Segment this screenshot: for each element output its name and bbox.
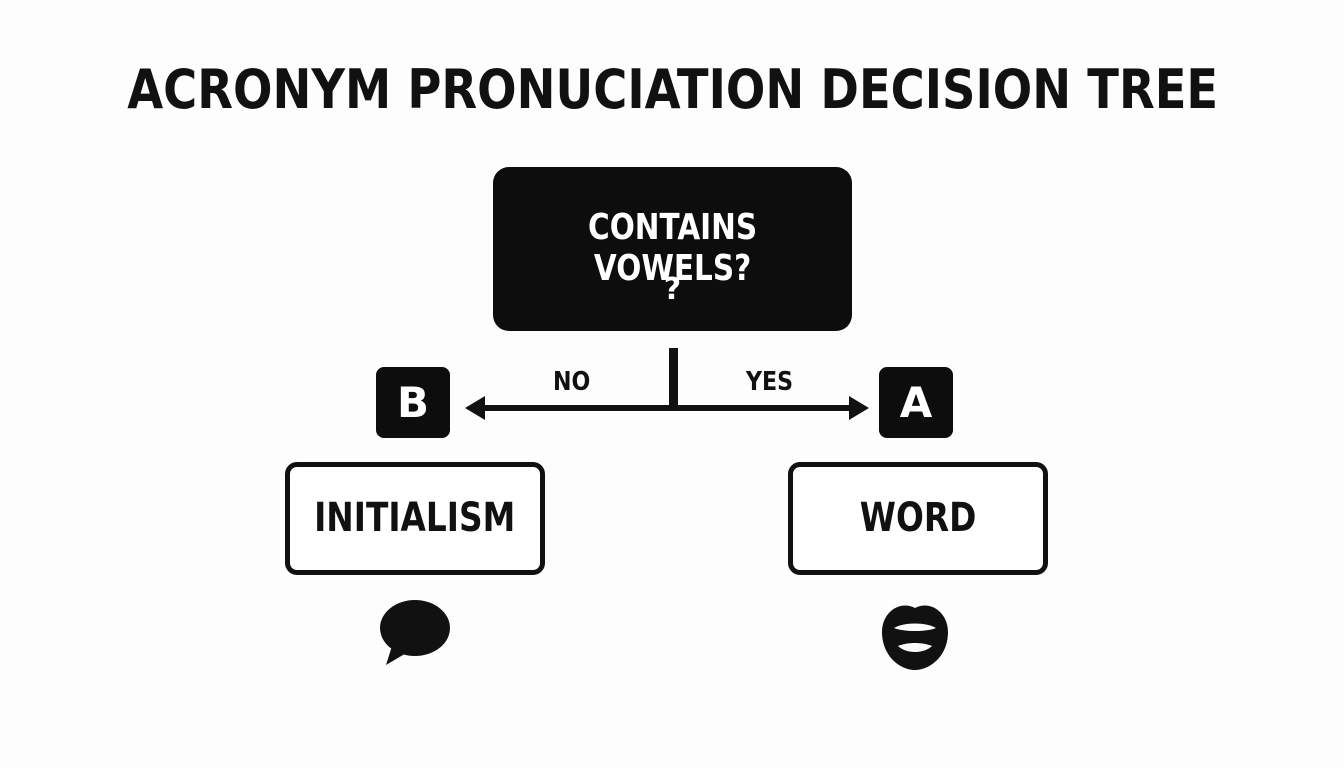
arrow-right-icon bbox=[849, 396, 869, 420]
branch-connector-line bbox=[480, 405, 853, 411]
badge-b: B bbox=[376, 367, 450, 438]
question-mark: ? bbox=[663, 272, 682, 307]
question-text: CONTAINS VOWELS? bbox=[588, 207, 758, 289]
badge-a: A bbox=[879, 367, 953, 438]
outcome-initialism-label: INITIALISM bbox=[314, 495, 516, 541]
speech-bubble-icon bbox=[380, 600, 450, 665]
diagram-title: ACRONYM PRONUCIATION DECISION TREE bbox=[127, 58, 1219, 121]
outcome-word-label: WORD bbox=[859, 495, 977, 541]
lips-icon bbox=[882, 605, 948, 670]
decision-stem-line bbox=[669, 348, 678, 408]
arrow-left-icon bbox=[465, 396, 485, 420]
question-node: CONTAINS VOWELS? ? bbox=[493, 167, 852, 331]
outcome-word-node: WORD bbox=[788, 462, 1048, 575]
yes-branch-label: YES bbox=[746, 367, 794, 397]
outcome-initialism-node: INITIALISM bbox=[285, 462, 545, 575]
no-branch-label: NO bbox=[553, 367, 591, 397]
